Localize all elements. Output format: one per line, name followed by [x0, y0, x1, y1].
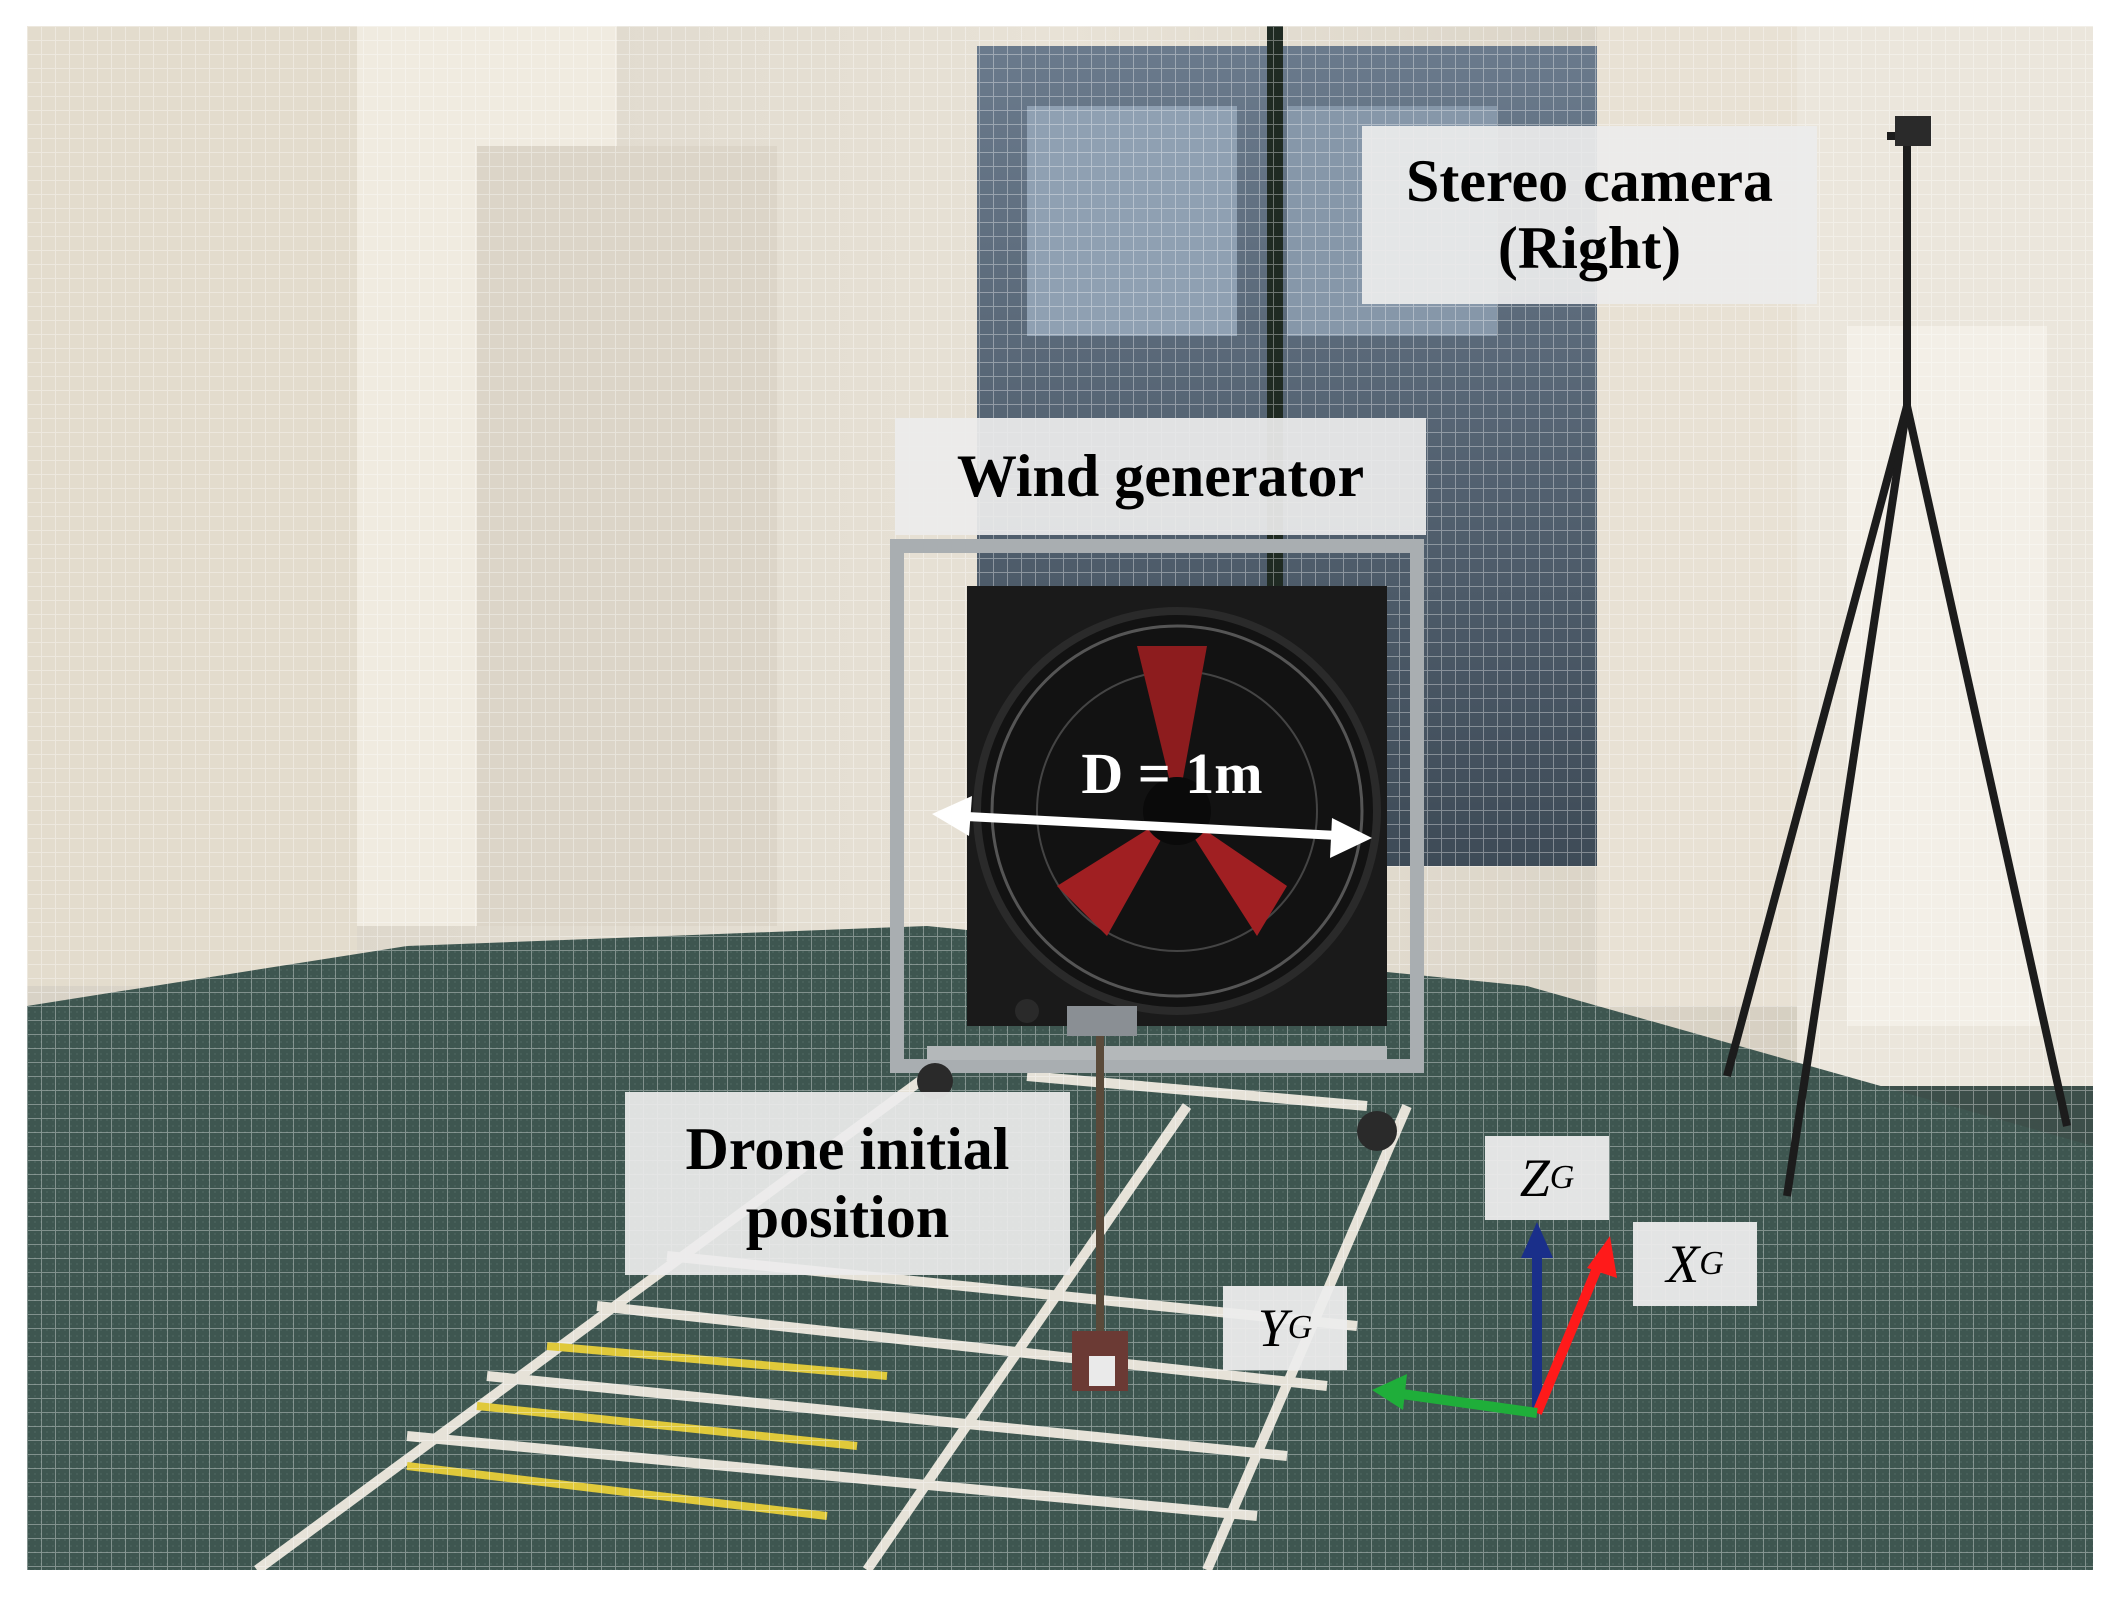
drone-position-line1: Drone initial: [685, 1116, 1010, 1183]
y-axis-arrow: [1401, 1389, 1538, 1418]
wind-generator-label: Wind generator: [895, 418, 1426, 535]
diameter-arrow: [932, 796, 1372, 858]
x-axis-arrow: [1532, 1259, 1605, 1415]
tripod: [1723, 132, 2071, 1197]
wind-generator: [890, 539, 1424, 1151]
y-axis-letter: Y: [1257, 1298, 1288, 1358]
x-axis-subscript: G: [1699, 1245, 1724, 1282]
drone-position-label: Drone initial position: [625, 1092, 1070, 1275]
wind-generator-text: Wind generator: [956, 442, 1365, 509]
drone-stand: [1067, 1006, 1137, 1391]
stereo-camera-line1: Stereo camera: [1405, 147, 1774, 214]
z-axis-subscript: G: [1549, 1159, 1575, 1196]
y-axis-subscript: G: [1287, 1309, 1313, 1346]
diameter-label: D = 1m: [1081, 741, 1263, 806]
coordinate-axes: [1372, 1222, 1617, 1418]
drone-position-line2: position: [745, 1183, 950, 1250]
z-axis-letter: Z: [1519, 1148, 1550, 1208]
stereo-camera-line2: (Right): [1497, 215, 1682, 281]
stereo-camera-label: Stereo camera (Right): [1362, 126, 1817, 304]
stereo-camera-device: [1895, 116, 1931, 146]
photo-scene: Stereo camera (Right) Wind generator D =…: [27, 26, 2093, 1570]
x-axis-letter: X: [1666, 1234, 1700, 1294]
